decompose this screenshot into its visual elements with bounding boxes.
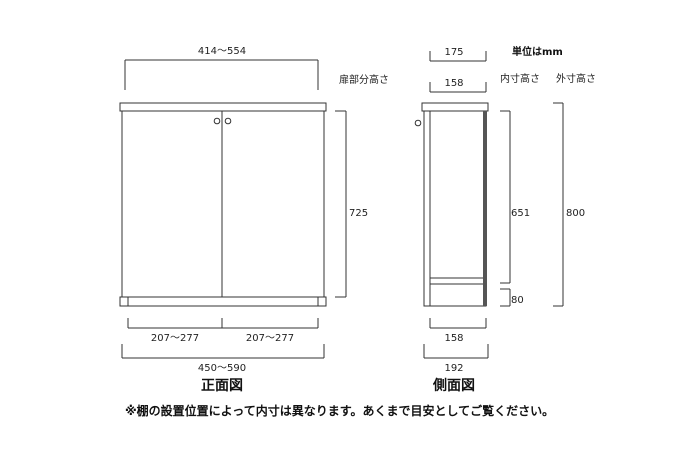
base-height-value: 80 xyxy=(511,295,524,306)
front-body xyxy=(121,110,325,298)
inner-height-bracket xyxy=(500,110,511,284)
side-body xyxy=(423,110,487,307)
total-width-bracket xyxy=(121,344,325,359)
side-top-board xyxy=(421,102,489,112)
inner-height-header: 内寸高さ xyxy=(500,72,540,85)
side-inner-depth-bracket xyxy=(429,82,487,93)
side-cabinet xyxy=(414,102,489,307)
outer-height-bracket xyxy=(553,102,564,307)
right-door-width: 207～277 xyxy=(246,333,294,344)
door-width-brackets xyxy=(127,318,319,329)
right-door-knob xyxy=(224,117,232,125)
front-view-caption: 正面図 xyxy=(201,378,243,394)
side-view-caption: 側面図 xyxy=(432,377,475,394)
bottom-inner-depth-label: 158 xyxy=(444,333,463,344)
total-width-label: 450～590 xyxy=(198,363,246,374)
side-door-knob xyxy=(414,119,422,127)
left-door-knob xyxy=(213,117,221,125)
footnote: ※棚の設置位置によって内寸は異なります。あくまで目安としてご覧ください。 xyxy=(125,403,554,418)
unit-note: 単位はmm xyxy=(512,45,563,58)
front-top-width-label: 414～554 xyxy=(198,46,246,57)
side-top-depth-bracket xyxy=(429,51,487,62)
inner-height-value: 651 xyxy=(511,208,530,219)
side-inner-depth-label: 158 xyxy=(444,78,463,89)
door-height-header: 扉部分高さ xyxy=(339,73,389,86)
front-top-width-bracket xyxy=(124,59,319,90)
door-height-value: 725 xyxy=(349,208,368,219)
base-height-bracket xyxy=(500,288,511,307)
front-top-board xyxy=(119,102,327,112)
bottom-inner-depth-bracket xyxy=(429,318,487,329)
left-door-width: 207～277 xyxy=(151,333,199,344)
bottom-depth-label: 192 xyxy=(444,363,463,374)
bottom-depth-bracket xyxy=(423,344,489,359)
front-cabinet xyxy=(119,102,327,307)
side-top-depth-label: 175 xyxy=(444,47,463,58)
front-base xyxy=(119,296,327,307)
outer-height-header: 外寸高さ xyxy=(556,72,596,85)
outer-height-value: 800 xyxy=(566,208,585,219)
door-height-bracket xyxy=(335,110,347,298)
